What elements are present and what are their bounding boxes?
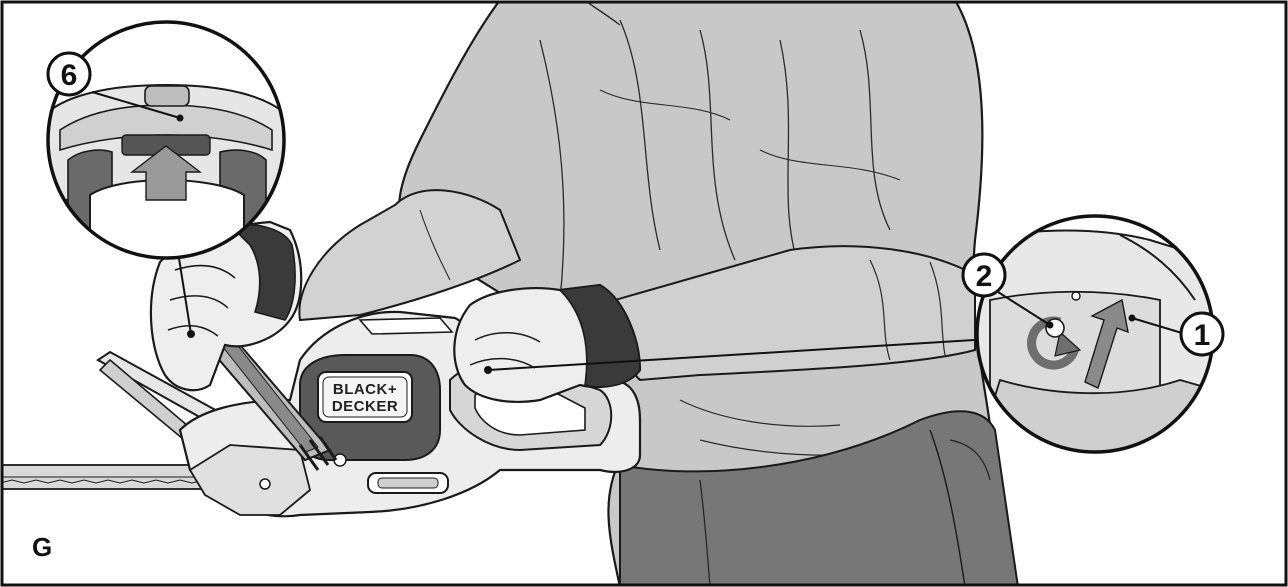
person-trousers: [619, 410, 1019, 585]
figure-label: G: [32, 532, 52, 562]
callout-2-label: 2: [976, 260, 993, 293]
callout-1-label: 1: [1194, 319, 1211, 352]
callout-6: 6: [46, 51, 92, 97]
zoom-detail-lock-button: [46, 20, 286, 260]
leader-lines: [177, 251, 975, 374]
svg-text:BLACK+: BLACK+: [333, 381, 397, 398]
brand-logo: BLACK+ DECKER: [317, 371, 413, 423]
callout-6-label: 6: [61, 59, 78, 92]
left-glove: [149, 220, 303, 392]
svg-text:DECKER: DECKER: [332, 398, 398, 415]
right-glove: [453, 283, 642, 403]
callout-2: 2: [961, 252, 1007, 298]
callout-1: 1: [1179, 311, 1225, 357]
person-torso: [298, 2, 1019, 585]
